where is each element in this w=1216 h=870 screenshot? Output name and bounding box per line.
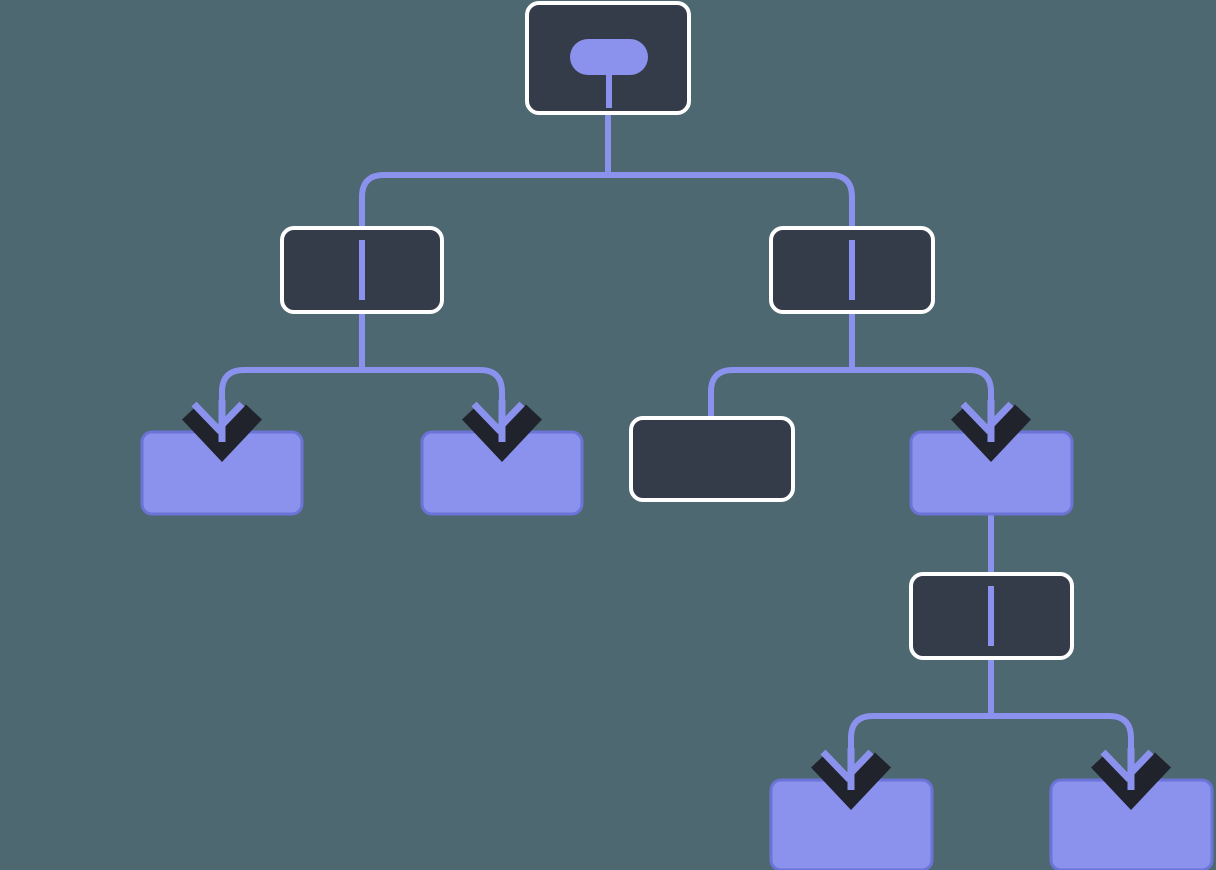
- edge-right-branch-to-accent-branch: [852, 367, 994, 440]
- through-line-layer: [359, 240, 994, 646]
- arrowhead-accent-branch-highlight: [960, 401, 1014, 435]
- arrowhead-leaf-2: [461, 400, 543, 463]
- edge-root-to-left-branch: [359, 172, 608, 232]
- arrowhead-accent-branch: [950, 400, 1032, 463]
- root-node[interactable]: [525, 1, 691, 115]
- arrowhead-leaf-3: [810, 748, 892, 811]
- root-node-badge-stem: [606, 57, 612, 108]
- edge-left-branch-to-leaf-2: [362, 367, 505, 440]
- edge-root-to-right-branch: [608, 172, 855, 232]
- arrowhead-layer: [181, 400, 1172, 811]
- arrowhead-leaf-4-highlight: [1100, 749, 1154, 783]
- arrowhead-leaf-1-shadow: [181, 404, 263, 463]
- edge-lower-branch-to-leaf-4: [991, 713, 1134, 788]
- terminal-node-dark-shape[interactable]: [629, 416, 795, 502]
- arrowhead-leaf-1-highlight: [191, 401, 245, 435]
- arrowhead-leaf-3-shadow: [810, 752, 892, 811]
- arrowhead-leaf-4-shadow: [1090, 752, 1172, 811]
- root-node-badge-icon: [570, 39, 648, 75]
- arrowhead-leaf-3-highlight: [820, 749, 874, 783]
- arrowhead-leaf-2-shadow: [461, 404, 543, 463]
- edge-left-branch-to-leaf-1: [219, 367, 362, 440]
- edge-right-branch-to-terminal: [708, 367, 852, 420]
- edge-layer: [219, 108, 1134, 788]
- edge-lower-branch-to-leaf-3: [848, 713, 991, 788]
- terminal-node-dark[interactable]: [629, 416, 795, 502]
- arrowhead-leaf-2-highlight: [471, 401, 525, 435]
- arrowhead-leaf-1: [181, 400, 263, 463]
- arrowhead-leaf-4: [1090, 748, 1172, 811]
- arrowhead-accent-branch-shadow: [950, 404, 1032, 463]
- node-layer: [140, 1, 1214, 870]
